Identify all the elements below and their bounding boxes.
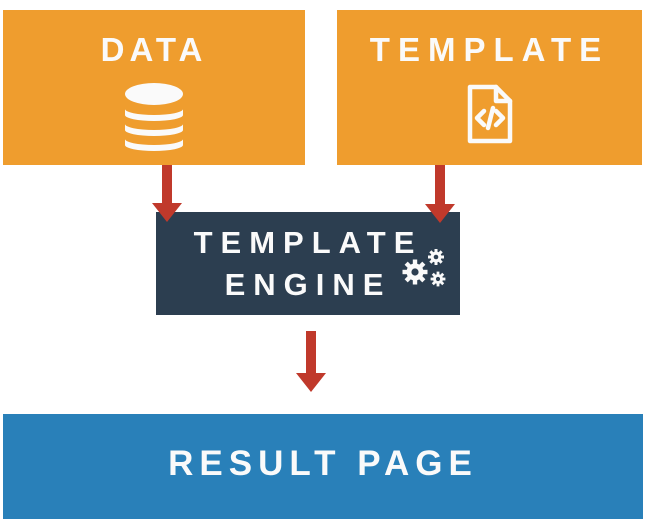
- engine-label-line2: ENGINE: [224, 266, 392, 302]
- engine-label-line1: TEMPLATE: [193, 224, 423, 260]
- result-label: RESULT PAGE: [168, 443, 478, 483]
- arrow-engine-to-result: [296, 331, 326, 392]
- gears-icon: [402, 249, 446, 287]
- node-template-engine: TEMPLATE ENGINE: [156, 212, 460, 315]
- node-result-page: RESULT PAGE: [3, 414, 643, 519]
- node-data: DATA: [3, 10, 305, 165]
- arrow-shaft: [306, 331, 316, 373]
- code-file-icon: [467, 84, 512, 144]
- node-template: TEMPLATE: [337, 10, 642, 165]
- arrow-template-to-engine: [425, 165, 455, 223]
- arrow-head: [425, 204, 455, 223]
- arrow-shaft: [162, 165, 172, 203]
- arrow-head: [152, 203, 182, 222]
- arrow-data-to-engine: [152, 165, 182, 222]
- arrow-head: [296, 373, 326, 392]
- database-icon: [125, 83, 183, 151]
- data-label: DATA: [100, 31, 208, 68]
- engine-label: TEMPLATE ENGINE: [194, 222, 423, 306]
- arrow-shaft: [435, 165, 445, 204]
- template-label: TEMPLATE: [369, 31, 610, 68]
